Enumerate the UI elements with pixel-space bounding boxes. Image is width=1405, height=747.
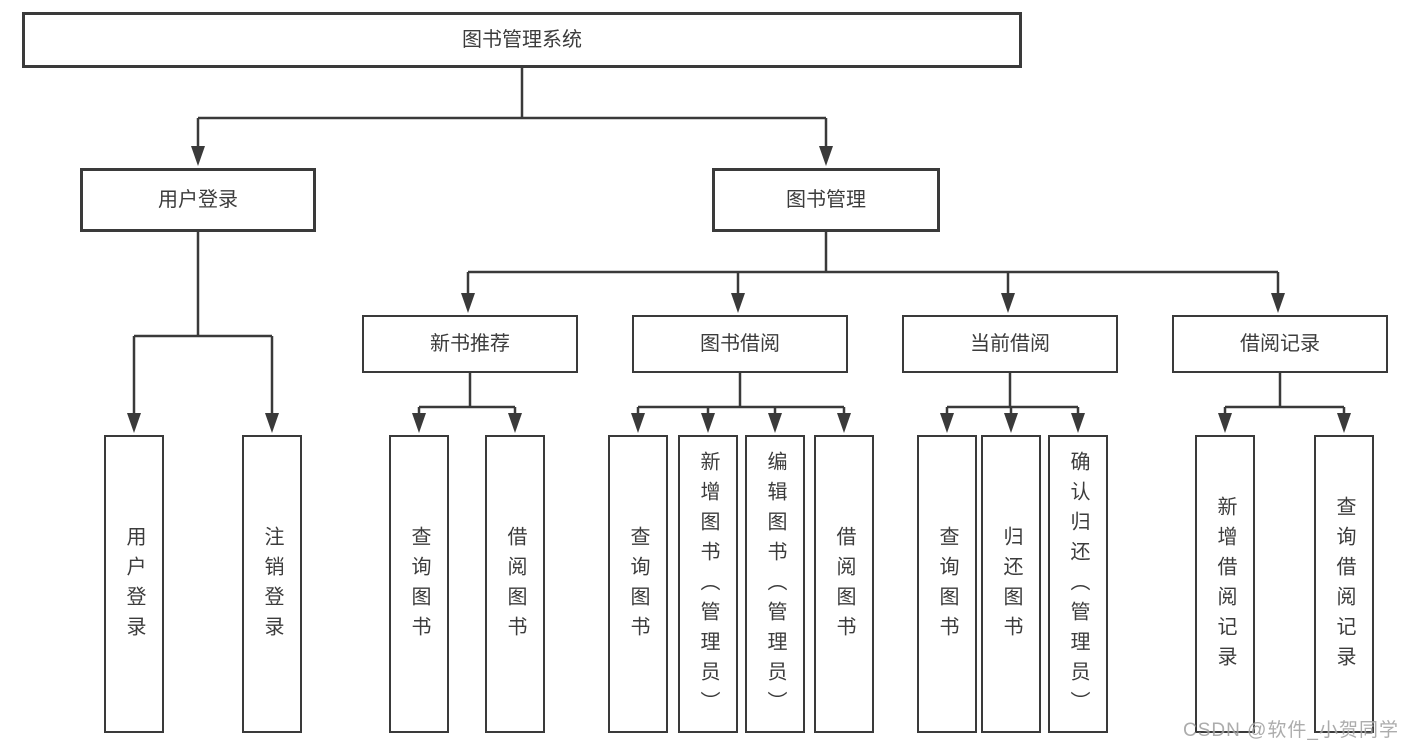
node-new-book-recommend: 新书推荐 (362, 315, 578, 373)
leaf-query-books-recommend: 查询图书 (389, 435, 449, 733)
node-library-management-system: 图书管理系统 (22, 12, 1022, 68)
node-borrow-records: 借阅记录 (1172, 315, 1388, 373)
leaf-query-borrow-record: 查询借阅记录 (1314, 435, 1374, 733)
leaf-return-book: 归还图书 (981, 435, 1041, 733)
node-current-borrow: 当前借阅 (902, 315, 1118, 373)
leaf-logout: 注销登录 (242, 435, 302, 733)
connector-book-management-children (461, 232, 1285, 313)
node-book-management: 图书管理 (712, 168, 940, 232)
leaf-add-borrow-record: 新增借阅记录 (1195, 435, 1255, 733)
connector-user-login-children (127, 232, 279, 433)
connector-borrow-records-children (1218, 373, 1351, 433)
connector-root-to-level2 (191, 68, 833, 166)
connector-current-borrow-children (940, 373, 1085, 433)
leaf-borrow-books-recommend: 借阅图书 (485, 435, 545, 733)
node-book-borrow: 图书借阅 (632, 315, 848, 373)
connector-book-borrow-children (631, 373, 851, 433)
leaf-add-book-admin: 新增图书（管理员） (678, 435, 738, 733)
leaf-query-books-borrow: 查询图书 (608, 435, 668, 733)
leaf-user-login: 用户登录 (104, 435, 164, 733)
node-user-login: 用户登录 (80, 168, 316, 232)
connector-new-book-recommend-children (412, 373, 522, 433)
leaf-edit-book-admin: 编辑图书（管理员） (745, 435, 805, 733)
csdn-watermark: CSDN @软件_小贺同学 (1183, 720, 1399, 741)
leaf-query-books-current: 查询图书 (917, 435, 977, 733)
leaf-borrow-books: 借阅图书 (814, 435, 874, 733)
leaf-confirm-return-admin: 确认归还（管理员） (1048, 435, 1108, 733)
